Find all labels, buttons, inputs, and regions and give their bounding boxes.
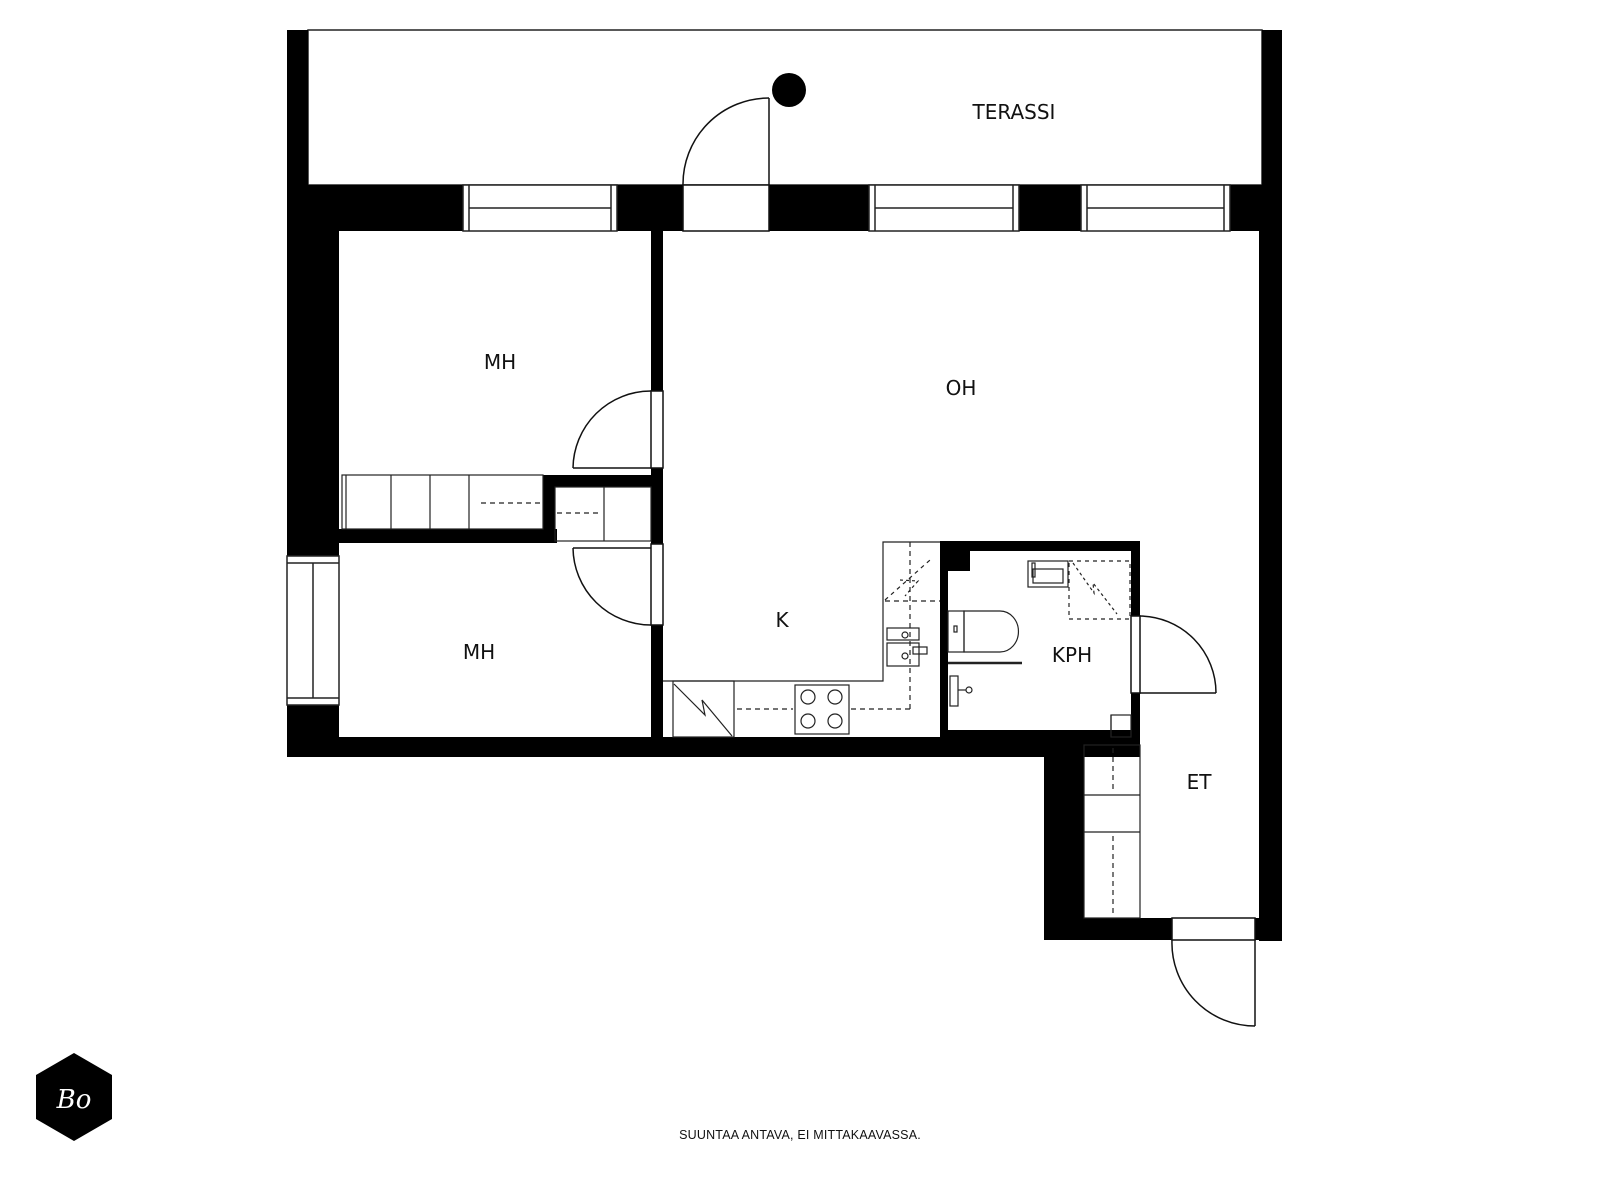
room-label-terrace: TERASSI bbox=[972, 100, 1056, 124]
terrace bbox=[287, 29, 1282, 186]
room-label-kitchen: K bbox=[775, 608, 789, 632]
room-label-bedroom-bottom: MH bbox=[463, 640, 495, 664]
stove-icon bbox=[794, 684, 850, 735]
brand-logo: Bo bbox=[36, 1053, 112, 1141]
scale-disclaimer: SUUNTAA ANTAVA, EI MITTAKAAVASSA. bbox=[679, 1128, 921, 1142]
washbasin-icon bbox=[1032, 568, 1064, 584]
terrace-door[interactable] bbox=[682, 97, 770, 232]
kitchen-fixtures bbox=[663, 541, 940, 738]
logo-text: Bo bbox=[56, 1085, 92, 1115]
room-label-bathroom: KPH bbox=[1052, 643, 1092, 667]
bathroom-door[interactable] bbox=[1130, 615, 1217, 694]
shower-icon bbox=[1068, 560, 1131, 620]
fridge-icon bbox=[672, 680, 735, 738]
windows bbox=[286, 184, 1231, 706]
doors bbox=[572, 97, 1256, 1027]
bedroom-bottom-door[interactable] bbox=[572, 543, 664, 626]
walls bbox=[287, 185, 1282, 941]
room-label-entrance: ET bbox=[1187, 770, 1213, 794]
toilet-icon bbox=[963, 610, 1020, 653]
entrance-door[interactable] bbox=[1171, 917, 1256, 1027]
bathroom-fixtures bbox=[947, 560, 1132, 738]
room-label-bedroom-top: MH bbox=[484, 350, 516, 374]
sink-icon bbox=[886, 627, 920, 641]
bedroom-top-door[interactable] bbox=[572, 390, 664, 469]
closets bbox=[341, 474, 1141, 919]
column-post bbox=[772, 73, 806, 107]
room-label-living-room: OH bbox=[946, 376, 977, 400]
